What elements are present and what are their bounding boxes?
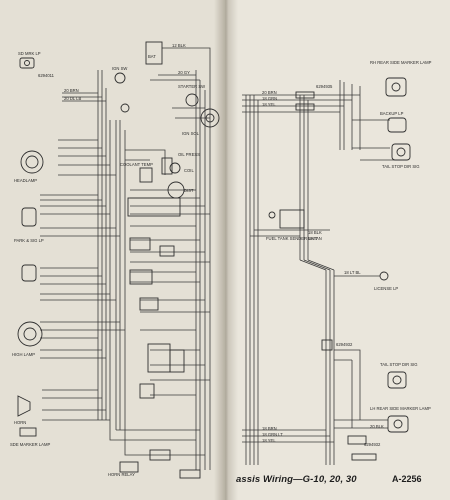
- part-number: 6294011: [38, 73, 55, 78]
- wire-label: 20 GY: [178, 70, 190, 75]
- tail-stop-lamp: [391, 143, 411, 161]
- headlamp-left-lower: [17, 321, 43, 347]
- horn-relay-label: HORN RELAY: [108, 472, 135, 477]
- page-code: A-2256: [392, 474, 422, 484]
- fuel-sender-label: FUEL TANK SENDER UNIT: [266, 236, 318, 241]
- wire-label: 12 BLK: [172, 43, 186, 48]
- coolant-label: COOLANT TEMP: [120, 162, 153, 167]
- left-page: [0, 0, 226, 500]
- wire-label: 18 GRN LT: [262, 432, 283, 437]
- coil-label: COIL: [184, 168, 194, 173]
- wire-label: 20 BRN: [262, 90, 277, 95]
- wire-label: 20 DL LB: [64, 96, 82, 101]
- sd-marker-label: SDE MARKER LAMP: [10, 442, 50, 447]
- park-signal-lamp: [21, 207, 37, 227]
- headlamp-left-upper: [20, 150, 44, 174]
- dist-label: DIST: [184, 188, 194, 193]
- book-gutter: [214, 0, 238, 500]
- wire-label: 20 BRN: [64, 88, 79, 93]
- battery-label: BAT: [148, 54, 156, 59]
- backup-lamp: [387, 117, 407, 133]
- wire-label: 18 TAN: [308, 236, 322, 241]
- coil: [169, 162, 181, 174]
- wire-label: 18 YEL: [262, 438, 276, 443]
- ign-sol-label: IGN SOL: [182, 131, 200, 136]
- page-title: assis Wiring—G-10, 20, 30: [236, 474, 357, 485]
- tail-stop-label-lower: TAIL STOP DIR SIG: [380, 362, 418, 367]
- fuel-tank-sender: [279, 209, 305, 229]
- park-label: PARK & SIG LP: [14, 238, 44, 243]
- headlamp-label: HEADLAMP: [14, 178, 37, 183]
- wire-label: 18 LT BL: [344, 270, 361, 275]
- battery-box: [145, 41, 163, 65]
- hi-beam-label: HIGH LAMP: [12, 352, 35, 357]
- rh-rear-side-marker: [385, 77, 407, 97]
- lh-marker-label: LH REAR SIDE MARKER LAMP: [370, 406, 431, 411]
- wire-label: 18 GRN: [262, 96, 277, 101]
- part-number: 6294932: [364, 442, 381, 447]
- side-marker-lamp-top: [19, 57, 35, 69]
- label-side-marker: SD MRK LP: [18, 51, 41, 56]
- license-lamp: [379, 271, 389, 281]
- oil-press-label: OIL PRESS: [178, 152, 200, 157]
- wire-label: 18 BLK: [308, 230, 322, 235]
- wire-label: 18 BRN: [262, 426, 277, 431]
- ignition-label: IGN SW: [112, 66, 127, 71]
- horn-label: HORN: [14, 420, 26, 425]
- rh-marker-label: RH REAR SIDE MARKER LAMP: [370, 60, 432, 65]
- tail-stop-label: TAIL STOP DIR SIG: [382, 164, 420, 169]
- starter-label: STARTER SW: [178, 84, 205, 89]
- lh-rear-side-marker: [387, 415, 409, 433]
- wire-label: 18 YEL: [262, 102, 276, 107]
- starter-solenoid: [200, 108, 220, 128]
- horn-body: [17, 395, 31, 417]
- license-label: LICENSE LP: [374, 286, 398, 291]
- tail-stop-lamp-lower: [387, 371, 407, 389]
- backup-label: BACKUP LP: [380, 111, 404, 116]
- right-page: [226, 0, 450, 500]
- wire-label: 20 BLK: [370, 424, 384, 429]
- ignition-switch: [114, 72, 126, 84]
- part-number: 6294935: [316, 84, 333, 89]
- part-number: 6294932: [336, 342, 353, 347]
